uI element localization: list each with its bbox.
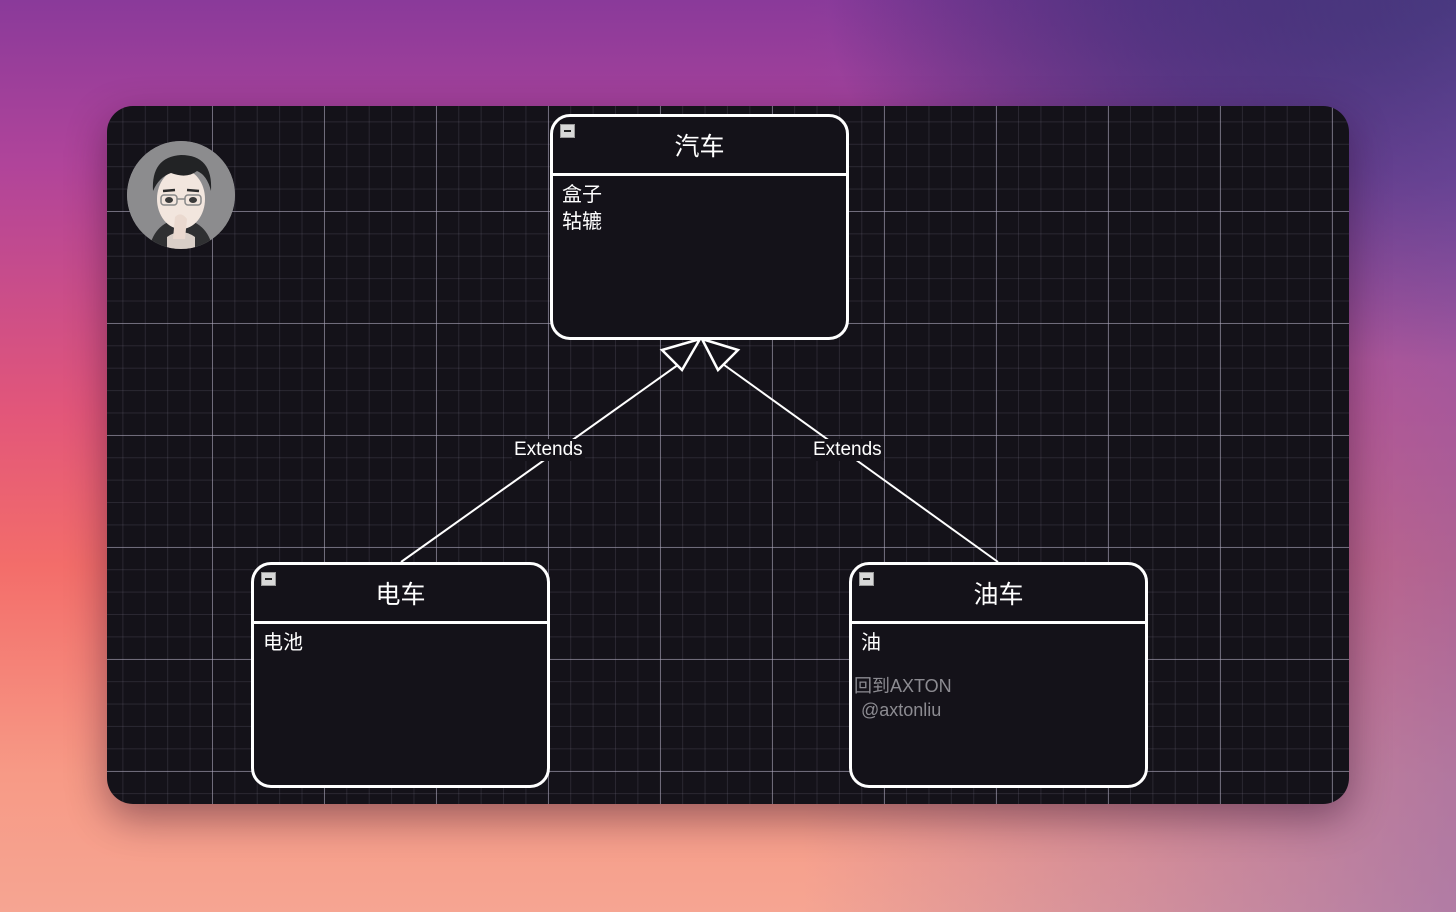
node-attributes: 油 (861, 629, 881, 656)
extends-edge-electric[interactable] (400, 361, 683, 563)
edge-label-extends-electric: Extends (512, 439, 585, 461)
watermark-line2: @axtonliu (861, 700, 942, 720)
avatar (127, 141, 235, 249)
node-attributes: 电池 (263, 629, 303, 656)
class-node-car[interactable]: 汽车 盒子 轱辘 (550, 114, 849, 340)
node-attributes: 盒子 轱辘 (562, 181, 602, 235)
class-node-fuel-car[interactable]: 油车 油 (849, 562, 1148, 788)
collapse-icon[interactable] (261, 572, 276, 586)
inheritance-connectors (400, 336, 999, 563)
node-header: 电车 (254, 565, 547, 624)
collapse-icon[interactable] (560, 124, 575, 138)
edge-label-extends-fuel: Extends (811, 439, 884, 461)
class-node-electric-car[interactable]: 电车 电池 (251, 562, 550, 788)
node-title: 汽车 (674, 132, 725, 161)
attribute-item: 盒子 (562, 182, 602, 206)
node-header: 汽车 (553, 117, 846, 176)
inherit-arrowhead-fuel (699, 336, 741, 373)
watermark: 回到AXTON @axtonliu (854, 674, 952, 722)
diagram-canvas[interactable]: Extends Extends 汽车 盒子 轱辘 电车 电池 油车 油 回到AX… (107, 106, 1349, 804)
inherit-arrowhead-electric (659, 336, 703, 373)
attribute-item: 轱辘 (562, 209, 602, 233)
node-title: 油车 (973, 580, 1024, 609)
avatar-icon (127, 141, 235, 249)
extends-edge-fuel[interactable] (719, 361, 999, 563)
attribute-item: 油 (861, 630, 881, 654)
node-title: 电车 (375, 580, 426, 609)
watermark-line1: 回到AXTON (854, 676, 952, 696)
node-header: 油车 (852, 565, 1145, 624)
attribute-item: 电池 (263, 630, 303, 654)
collapse-icon[interactable] (859, 572, 874, 586)
